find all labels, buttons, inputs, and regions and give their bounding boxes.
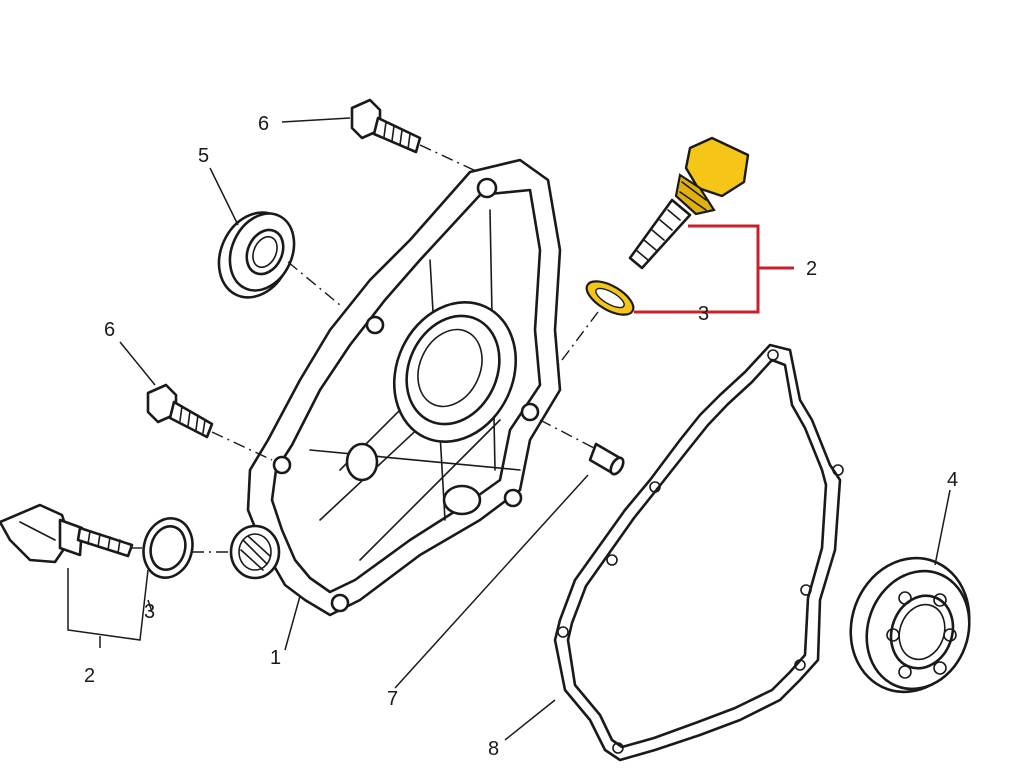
callout-dipstick-left: 2: [84, 665, 95, 687]
callout-gasket: 8: [488, 738, 499, 760]
leader-lines: [67, 117, 951, 741]
dipstick-highlighted: [628, 136, 750, 270]
dowel-pin: [588, 442, 625, 476]
callout-dipstick-highlighted: 2: [806, 258, 817, 280]
gasket: [553, 343, 844, 762]
callout-ball-bearing: 4: [947, 469, 958, 491]
callout-crankcase-cover: 1: [270, 647, 281, 669]
washer-highlighted: [585, 280, 635, 316]
assembly-lines: [130, 144, 599, 553]
dipstick-left: [0, 503, 134, 564]
bolt-left: [146, 383, 214, 439]
ball-bearing: [849, 556, 971, 694]
callout-washer-highlighted: 3: [698, 303, 709, 325]
callout-washer-left: 3: [144, 601, 155, 623]
callout-oil-seal: 5: [198, 145, 209, 167]
callout-bolt-top: 6: [258, 113, 269, 135]
callout-dowel-pin: 7: [387, 688, 398, 710]
oil-seal: [217, 211, 296, 299]
dipstick-cap: [684, 136, 750, 198]
crankcase-cover: [229, 158, 562, 617]
bolt-top: [350, 98, 422, 154]
washer-left: [142, 517, 194, 579]
callout-bolt-left: 6: [104, 319, 115, 341]
